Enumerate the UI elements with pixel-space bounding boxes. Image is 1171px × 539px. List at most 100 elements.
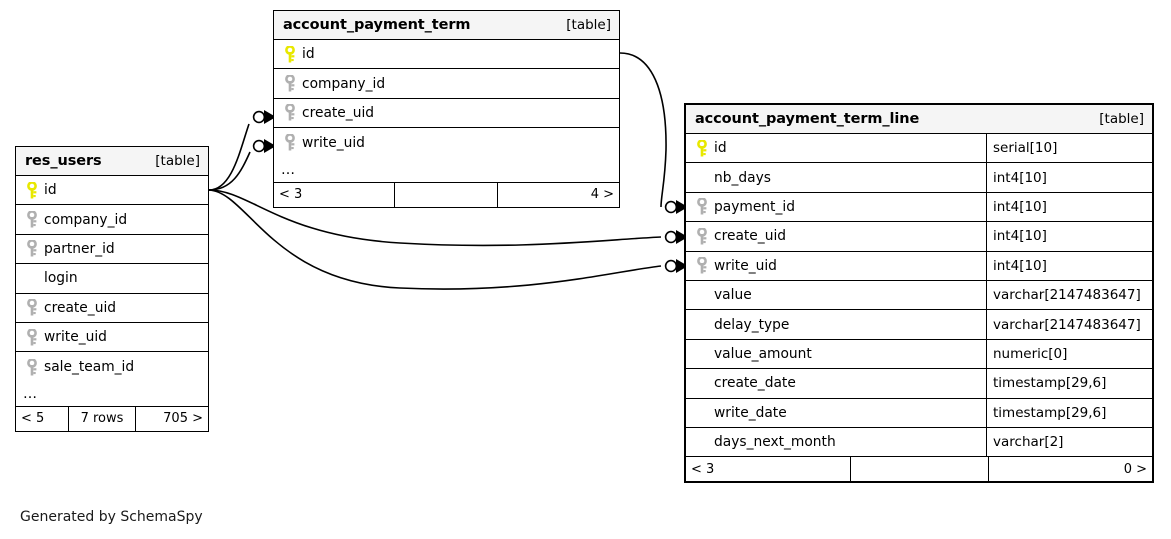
table-node-account-payment-term[interactable]: account_payment_term [table] id company_… [273,10,620,208]
primary-key-icon [281,45,299,63]
foreign-key-icon [281,75,299,93]
column-type-cell: varchar[2147483647] [986,280,1152,310]
column-name-cell: write_date [686,399,986,427]
table-row[interactable]: create_uid [274,98,619,129]
footer-row-count [394,182,498,207]
no-key-icon [693,404,711,422]
table-type-tag: [table] [1099,111,1144,127]
table-columns-account-payment-term: id company_id create_uid write_uid [274,40,619,158]
column-name-cell: nb_days [686,163,986,191]
table-row[interactable]: nb_days int4[10] [686,163,1152,193]
edge-endpoint-circle [664,259,678,273]
column-type-cell: numeric[0] [986,339,1152,369]
table-row[interactable]: create_uid [16,293,208,323]
table-row[interactable]: write_uid int4[10] [686,251,1152,281]
table-row[interactable]: id [274,40,619,70]
edge-apt-to-aptl-payment-id [619,52,667,208]
column-label: create_date [714,375,796,392]
column-name-cell: company_id [274,69,619,97]
column-type-cell: int4[10] [986,251,1152,280]
more-columns-ellipsis: … [16,382,208,407]
foreign-key-icon [281,134,299,152]
table-footer-account-payment-term: < 3 4 > [274,182,619,207]
no-key-icon [693,316,711,334]
column-label: id [44,182,57,199]
column-name-cell: login [16,264,208,292]
table-row[interactable]: login [16,264,208,294]
column-type-cell: int4[10] [986,222,1152,251]
foreign-key-icon [23,299,41,317]
footer-prev-link[interactable]: < 5 [21,411,45,427]
table-row[interactable]: delay_type varchar[2147483647] [686,310,1152,340]
table-row[interactable]: payment_id int4[10] [686,192,1152,223]
column-label: create_uid [714,228,787,245]
foreign-key-icon [23,240,41,258]
column-label: id [302,46,315,63]
table-row[interactable]: partner_id [16,234,208,265]
column-type-cell: timestamp[29,6] [986,398,1152,427]
column-name-cell: write_uid [274,128,619,157]
no-key-icon [693,286,711,304]
column-label: company_id [302,75,386,92]
edge-res-users-to-apt-create-uid [208,123,250,191]
column-label: create_uid [302,104,375,121]
column-name-cell: create_date [686,369,986,397]
table-row[interactable]: company_id [16,205,208,235]
table-node-account-payment-term-line[interactable]: account_payment_term_line [table] id ser… [684,103,1154,484]
table-header-account-payment-term[interactable]: account_payment_term [table] [274,11,619,40]
table-row[interactable]: company_id [274,69,619,99]
table-type-tag: [table] [566,17,611,33]
table-footer-res-users: < 5 7 rows 705 > [16,406,208,431]
footer-row-count: 7 rows [68,406,136,431]
footer-prev-link[interactable]: < 3 [691,461,715,477]
edge-endpoint-circle [252,110,266,124]
table-row[interactable]: write_date timestamp[29,6] [686,398,1152,428]
table-row[interactable]: create_date timestamp[29,6] [686,369,1152,399]
column-name-cell: days_next_month [686,428,986,456]
table-footer-account-payment-term-line: < 3 0 > [686,457,1152,482]
table-header-res-users[interactable]: res_users [table] [16,147,208,176]
column-label: days_next_month [714,434,836,451]
table-title: account_payment_term [283,17,471,33]
table-row[interactable]: value varchar[2147483647] [686,280,1152,311]
table-node-res-users[interactable]: res_users [table] id company_id partner_… [15,146,209,432]
column-label: partner_id [44,240,115,257]
foreign-key-icon [23,328,41,346]
column-type-cell: timestamp[29,6] [986,369,1152,398]
table-row[interactable]: write_uid [274,128,619,158]
footer-next-link[interactable]: 705 > [163,411,203,427]
primary-key-icon [23,181,41,199]
table-header-account-payment-term-line[interactable]: account_payment_term_line [table] [686,105,1152,134]
foreign-key-icon [693,198,711,216]
column-name-cell: payment_id [686,193,986,221]
table-type-tag: [table] [155,153,200,169]
footer-next-link[interactable]: 4 > [590,187,614,203]
column-name-cell: sale_team_id [16,352,208,381]
table-row[interactable]: id serial[10] [686,134,1152,164]
column-name-cell: partner_id [16,235,208,263]
footer-next-link[interactable]: 0 > [1123,461,1147,477]
column-name-cell: id [16,176,208,204]
column-name-cell: delay_type [686,310,986,338]
column-type-cell: varchar[2147483647] [986,310,1152,339]
table-row[interactable]: create_uid int4[10] [686,222,1152,252]
foreign-key-icon [281,104,299,122]
column-name-cell: create_uid [16,294,208,322]
no-key-icon [23,269,41,287]
column-label: write_date [714,404,787,421]
footer-prev-link[interactable]: < 3 [279,187,303,203]
column-name-cell: company_id [16,205,208,233]
foreign-key-icon [23,211,41,229]
table-row[interactable]: days_next_month varchar[2] [686,427,1152,458]
footer-row-count [850,457,989,482]
table-row[interactable]: id [16,176,208,206]
foreign-key-icon [693,257,711,275]
edge-endpoint-circle [664,200,678,214]
column-type-cell: int4[10] [986,192,1152,222]
table-row[interactable]: sale_team_id [16,352,208,382]
table-row[interactable]: write_uid [16,322,208,353]
edge-res-users-to-apt-write-uid [208,151,251,191]
no-key-icon [693,433,711,451]
table-row[interactable]: value_amount numeric[0] [686,339,1152,370]
column-label: delay_type [714,316,790,333]
